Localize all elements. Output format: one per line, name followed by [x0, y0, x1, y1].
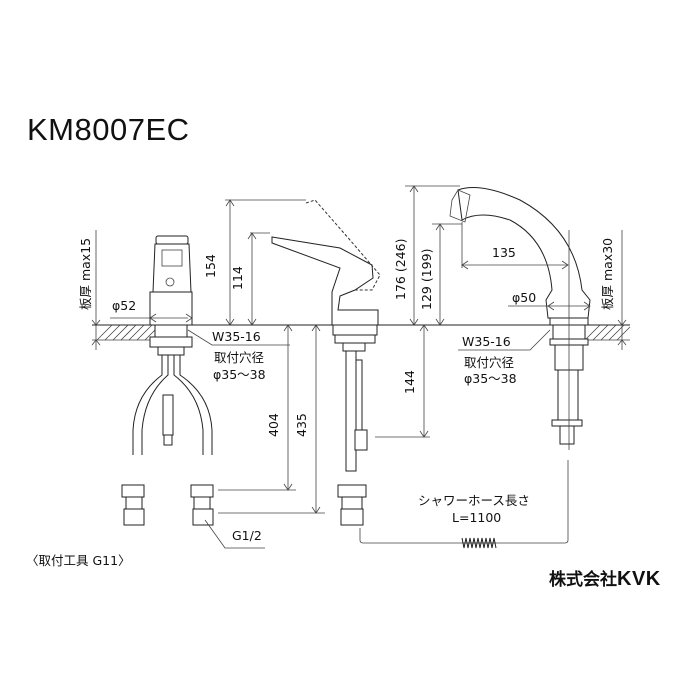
- dim-404: 404: [266, 413, 281, 437]
- connection-g12: G1/2: [232, 528, 262, 543]
- dim-phi52: φ52: [112, 298, 137, 313]
- hose-label: シャワーホース長さ: [418, 493, 530, 508]
- model-title: KM8007EC: [27, 112, 190, 147]
- hole-label-left: 取付穴径: [214, 350, 265, 365]
- indicator-circle-icon: [165, 277, 175, 287]
- counter-hatch-right: [584, 324, 631, 341]
- kvk-logo: KVK: [617, 568, 661, 590]
- hose-coil-icon: [461, 537, 497, 549]
- dim-135: 135: [492, 245, 516, 260]
- faucet-side-view: [271, 199, 381, 526]
- thread-left: W35-16: [212, 329, 261, 344]
- dim-154: 154: [203, 254, 218, 278]
- hose-length: L=1100: [452, 510, 502, 525]
- faucet-front-view: [121, 235, 214, 526]
- dim-114: 114: [230, 266, 245, 290]
- shower-spout-view: [449, 187, 591, 450]
- dim-435: 435: [294, 413, 309, 437]
- dim-129: 129 (199): [419, 248, 434, 310]
- plate-thickness-right: 板厚 max30: [600, 237, 615, 310]
- company-logo: 株式会社KVK: [549, 565, 661, 591]
- counter-hatch-left: [96, 324, 158, 341]
- dim-176: 176 (246): [393, 238, 408, 300]
- tool-note: 〈取付工具 G11〉: [26, 553, 131, 568]
- dim-phi50: φ50: [512, 290, 537, 305]
- thread-right: W35-16: [462, 334, 511, 349]
- plate-thickness-left: 板厚 max15: [78, 237, 93, 310]
- company-name: 株式会社: [549, 570, 617, 590]
- hole-label-right: 取付穴径: [464, 355, 515, 370]
- dim-144: 144: [402, 370, 417, 394]
- hole-size-right: φ35〜38: [464, 371, 517, 386]
- hole-size-left: φ35〜38: [213, 367, 266, 382]
